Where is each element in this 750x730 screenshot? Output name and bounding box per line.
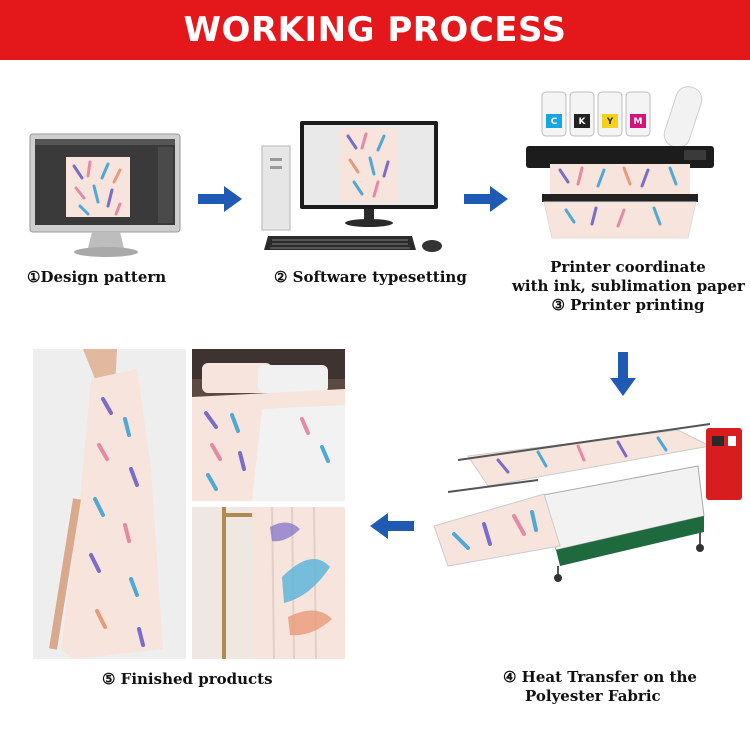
- step-4-label-line-2: Polyester Fabric: [525, 687, 661, 705]
- ink-bottle-letters: C K Y M: [551, 117, 643, 127]
- step-3-label: Printer coordinate with ink, sublimation…: [512, 258, 745, 315]
- arrow-right-icon: [464, 186, 508, 212]
- ink-label-m: M: [634, 117, 643, 127]
- step-4-label: ④ Heat Transfer on the Polyester Fabric: [503, 668, 697, 706]
- curtain-product-image: [192, 507, 345, 659]
- step-3-label-line-1: Printer coordinate: [550, 258, 706, 276]
- heat-transfer-machine-image: [428, 416, 746, 584]
- printer-image: C K Y M: [520, 80, 720, 240]
- arrow-down-icon: [610, 352, 636, 396]
- step-4-label-line-1: ④ Heat Transfer on the: [503, 668, 697, 686]
- computer-image: [258, 118, 448, 260]
- dress-product-image: [33, 349, 186, 659]
- header-banner: WORKING PROCESS: [0, 0, 750, 60]
- arrow-right-icon: [198, 186, 242, 212]
- design-monitor-image: [28, 132, 184, 260]
- step-5-label: ⑤ Finished products: [102, 670, 273, 688]
- step-3-label-line-2: with ink, sublimation paper: [512, 277, 745, 295]
- step-3-label-line-3: ③ Printer printing: [551, 296, 705, 314]
- step-2-label: ② Software typesetting: [274, 268, 467, 286]
- arrow-left-icon: [370, 513, 414, 539]
- step-1-label: ①Design pattern: [27, 268, 167, 286]
- ink-label-y: Y: [606, 117, 614, 127]
- page-title: WORKING PROCESS: [183, 10, 567, 50]
- bedding-product-image: [192, 349, 345, 501]
- ink-label-c: C: [551, 117, 558, 127]
- ink-label-k: K: [579, 117, 587, 127]
